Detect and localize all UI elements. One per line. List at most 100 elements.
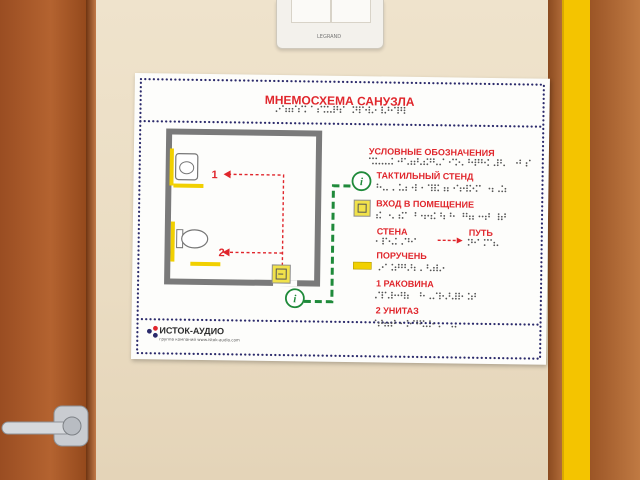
- braille-dot: [385, 263, 387, 266]
- braille-dot: [458, 161, 461, 164]
- braille-dot: [487, 164, 490, 167]
- switch-key-right[interactable]: [331, 0, 371, 23]
- braille-dot: [390, 296, 393, 299]
- braille-dot: [430, 214, 433, 217]
- braille-dot: [416, 160, 419, 163]
- braille-dot: [446, 189, 449, 192]
- braille-dot: [491, 187, 494, 190]
- braille-dot: [472, 218, 474, 220]
- toilet-icon: [170, 221, 221, 267]
- braille-dot: [446, 187, 449, 189]
- braille-dot: [498, 190, 500, 193]
- braille-dot: [407, 240, 410, 243]
- braille-dot: [362, 106, 364, 109]
- braille-dot: [387, 324, 390, 327]
- braille-dot: [474, 292, 477, 295]
- braille-dot: [391, 268, 394, 271]
- braille-dot: [392, 188, 395, 191]
- braille-dot: [310, 105, 313, 108]
- braille-dot: [398, 189, 401, 191]
- braille-dot: [451, 325, 454, 328]
- braille-dot: [468, 215, 471, 218]
- braille-dot: [493, 164, 496, 167]
- braille-dot: [497, 215, 500, 218]
- braille-dot: [480, 161, 483, 164]
- braille-dot: [384, 324, 386, 327]
- braille-dot: [436, 266, 439, 269]
- braille-dot: [430, 217, 433, 220]
- braille-dot: [456, 184, 459, 187]
- braille-dot: [488, 215, 490, 218]
- braille-dot: [378, 162, 381, 165]
- braille-dot: [429, 297, 432, 300]
- braille-dot: [414, 238, 417, 240]
- green-route: [303, 184, 356, 304]
- braille-dot: [423, 160, 426, 163]
- braille-dot: [432, 158, 435, 161]
- braille-dot: [443, 189, 446, 192]
- braille-dot: [477, 238, 480, 241]
- braille-dot: [487, 159, 490, 161]
- braille-dot: [391, 157, 394, 160]
- braille-dot: [478, 215, 481, 218]
- braille-dot: [304, 105, 307, 108]
- braille-dot: [478, 184, 481, 187]
- braille-dot: [409, 322, 412, 325]
- braille-dot: [439, 269, 442, 272]
- braille-dot: [475, 190, 478, 192]
- braille-dot: [400, 160, 403, 163]
- switch-key-left[interactable]: [291, 0, 331, 23]
- braille-dot: [411, 186, 414, 189]
- braille-dot: [398, 217, 401, 219]
- braille-dot: [432, 269, 435, 272]
- braille-dot: [365, 108, 368, 111]
- braille-dot: [448, 295, 451, 297]
- braille-dot: [425, 325, 428, 328]
- braille-dot: [278, 107, 281, 110]
- braille-dot: [519, 162, 522, 164]
- braille-dot: [433, 266, 435, 269]
- braille-dot: [391, 291, 393, 294]
- braille-dot: [381, 109, 384, 111]
- braille-dot: [390, 322, 393, 325]
- door-handle[interactable]: [0, 404, 92, 450]
- braille-dot: [466, 184, 468, 187]
- braille-dot: [462, 215, 465, 218]
- braille-dot: [497, 213, 500, 215]
- braille-dot: [493, 244, 496, 247]
- light-switch[interactable]: LEGRAND: [276, 0, 384, 49]
- switch-brand: LEGRAND: [317, 34, 342, 40]
- braille-dot: [388, 240, 391, 243]
- braille-dot: [387, 109, 390, 112]
- braille-dot: [394, 294, 397, 297]
- braille-dot: [377, 324, 380, 327]
- braille-dot: [470, 241, 473, 244]
- braille-dot: [429, 269, 432, 272]
- braille-dot: [504, 213, 506, 216]
- sign-title: МНЕМОСХЕМА САНУЗЛА: [264, 92, 415, 109]
- braille-dot: [358, 111, 361, 114]
- braille-dot: [371, 111, 374, 114]
- braille-dot: [474, 161, 477, 164]
- braille-dot: [398, 183, 401, 186]
- braille-dot: [491, 190, 494, 193]
- braille-dot: [455, 163, 458, 166]
- braille-dot: [467, 238, 470, 241]
- braille-dot: [426, 163, 429, 166]
- braille-dot: [487, 239, 489, 241]
- braille-dot: [413, 320, 415, 322]
- red-path: [227, 173, 285, 272]
- braille-dot: [400, 322, 403, 325]
- braille-dot: [426, 264, 429, 267]
- braille-dot: [458, 297, 460, 300]
- braille-dot: [440, 214, 442, 217]
- braille-dot: [474, 158, 477, 161]
- braille-dot: [414, 214, 417, 217]
- braille-dot: [490, 239, 493, 241]
- braille-dot: [459, 189, 462, 192]
- braille-dot: [413, 266, 416, 269]
- braille-dot: [449, 215, 452, 217]
- braille-dot: [355, 106, 358, 108]
- plan-marker-sink: 1: [211, 169, 217, 181]
- braille-dot: [422, 320, 425, 322]
